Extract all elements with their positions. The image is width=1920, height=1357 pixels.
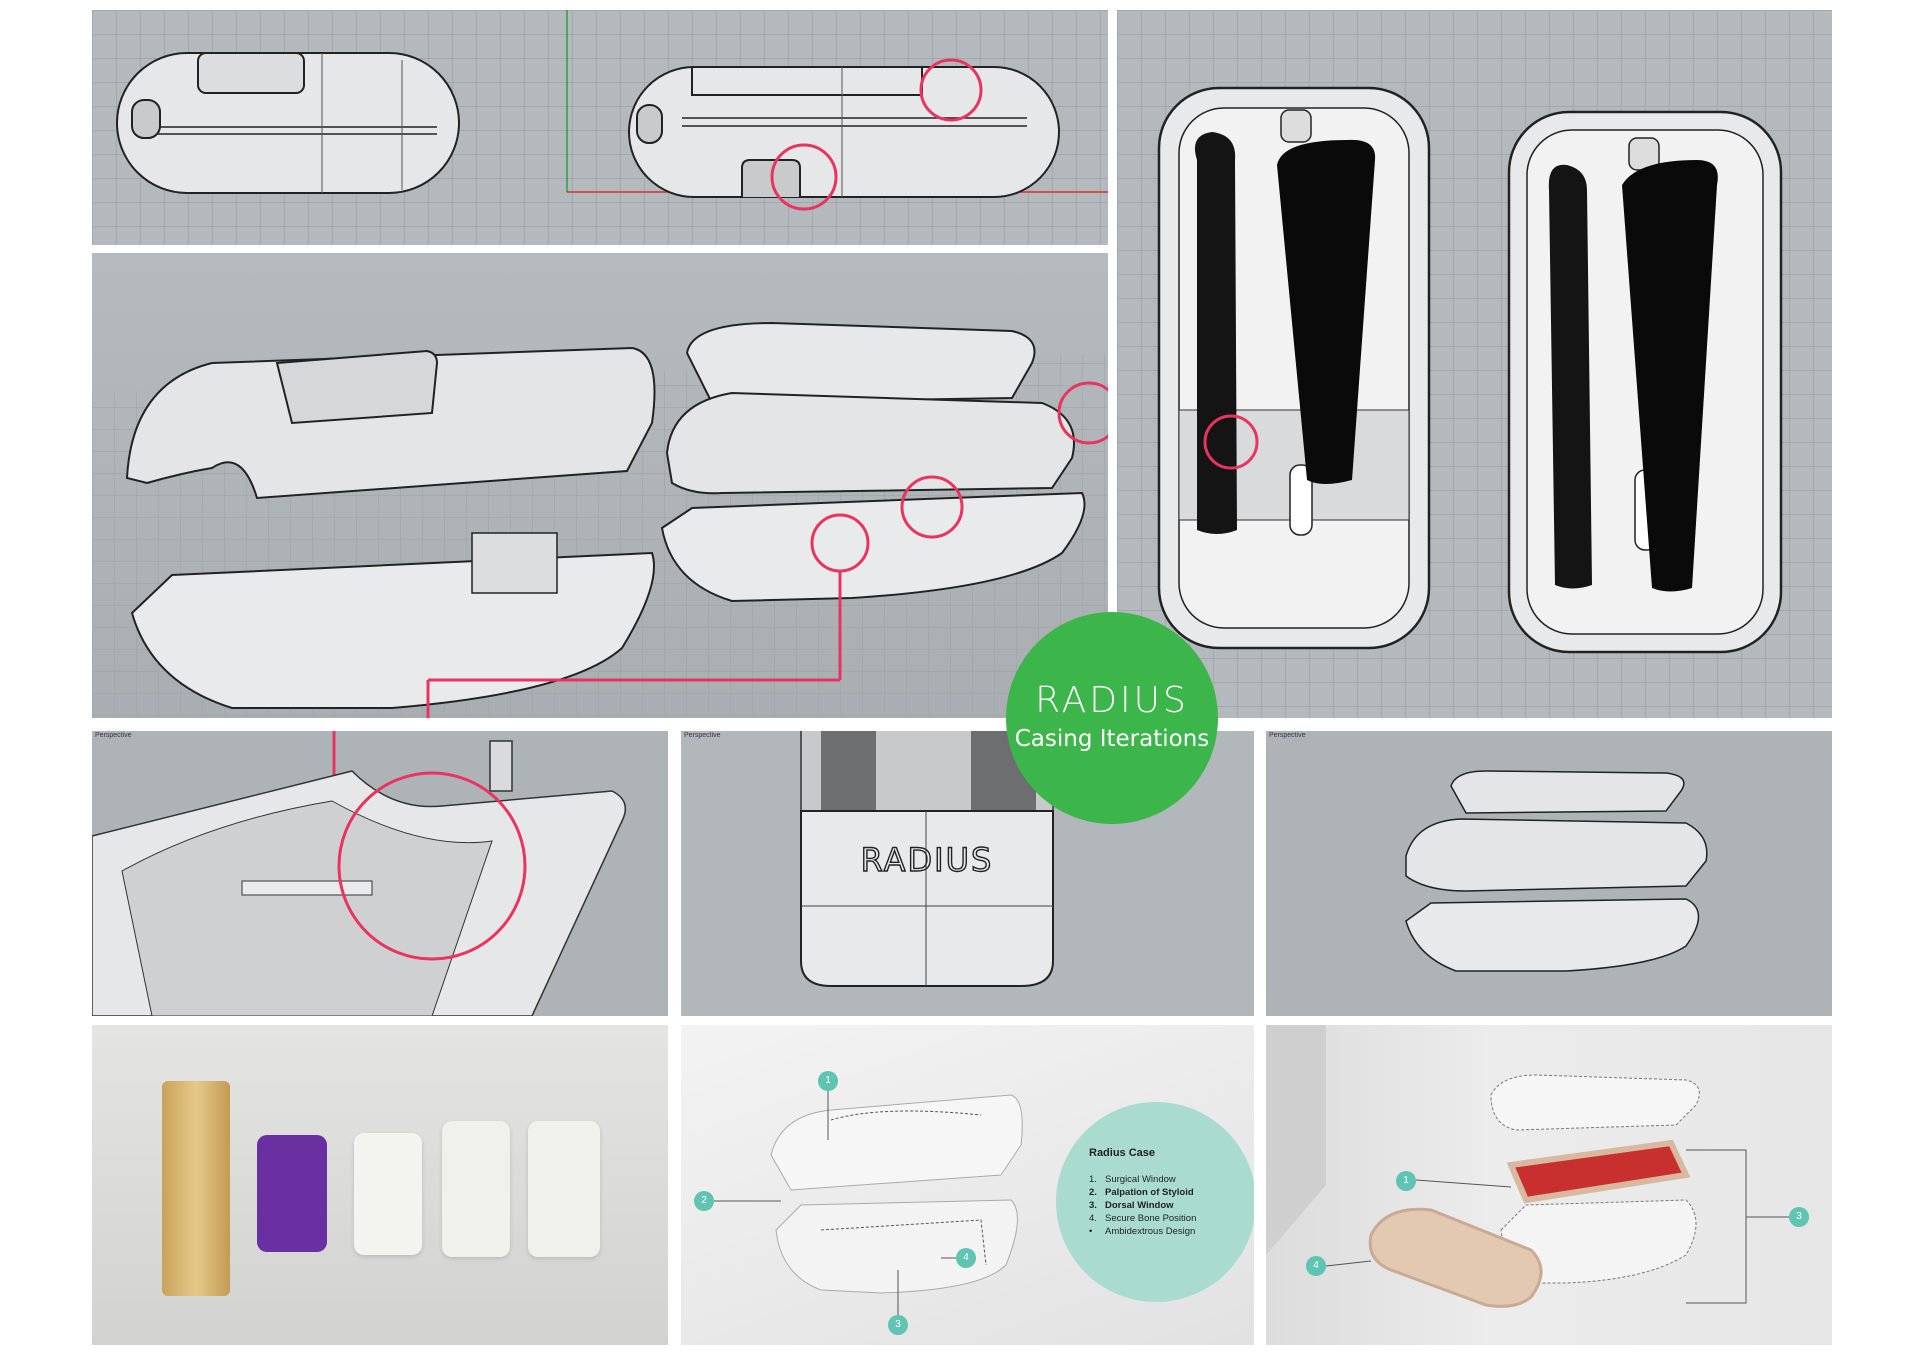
prototype-white-2 [442, 1121, 510, 1257]
case-embossed-text: RADIUS [861, 841, 994, 879]
legend-list: 1.Surgical Window 2.Palpation of Styloid… [1089, 1174, 1196, 1239]
highlight-circle [770, 143, 838, 211]
legend-item: •Ambidextrous Design [1089, 1226, 1196, 1237]
perspective-exploded-drawing [92, 321, 1108, 718]
panel-prototype-photo [92, 1025, 668, 1345]
panel-open-case-bones [1117, 10, 1832, 718]
badge-title: RADIUS [1035, 680, 1189, 721]
capsule-top-views-drawing [116, 10, 1108, 211]
legend-title: Radius Case [1089, 1147, 1156, 1159]
viewport-label: Perspective [684, 732, 721, 739]
badge-subtitle: Casing Iterations [1014, 726, 1210, 752]
prototype-white-3 [528, 1121, 600, 1257]
callout-4: 4 [956, 1248, 976, 1268]
prototype-wood [162, 1081, 230, 1296]
radius-case-render-drawing [711, 1091, 1023, 1315]
exploded-liner-drawing [1266, 1025, 1789, 1308]
callout-3: 3 [888, 1315, 908, 1335]
panel-perspective-exploded [92, 253, 1108, 718]
callout-4: 4 [1306, 1256, 1326, 1276]
highlight-circle [919, 58, 983, 122]
callout-1: 1 [818, 1071, 838, 1091]
callout-2: 2 [694, 1191, 714, 1211]
callout-3: 3 [1789, 1207, 1809, 1227]
prototype-purple [257, 1135, 327, 1252]
panel-exploded-small: Perspective [1266, 731, 1832, 1016]
title-badge: RADIUS Casing Iterations [1006, 612, 1218, 824]
legend-item: 3.Dorsal Window [1089, 1200, 1174, 1211]
panel-radius-case-render: 1 2 3 4 Radius Case 1.Surgical Window 2.… [681, 1025, 1254, 1345]
radius-case-front-drawing: RADIUS [800, 731, 1054, 987]
exploded-small-drawing [1405, 770, 1708, 972]
legend-item: 4.Secure Bone Position [1089, 1213, 1197, 1224]
open-case-bones-drawing [1157, 86, 1783, 654]
legend-item: 1.Surgical Window [1089, 1174, 1176, 1185]
legend-circle: Radius Case 1.Surgical Window 2.Palpatio… [1056, 1102, 1254, 1302]
highlight-circle [337, 771, 527, 961]
highlight-circle [1057, 381, 1108, 445]
highlight-circle [1203, 414, 1259, 470]
prototype-white-1 [354, 1133, 422, 1255]
callout-1: 1 [1396, 1171, 1416, 1191]
legend-item: 2.Palpation of Styloid [1089, 1187, 1194, 1198]
viewport-label: Perspective [95, 732, 132, 739]
panel-detail-closeup: Perspective [92, 731, 668, 1016]
viewport-label: Perspective [1269, 732, 1306, 739]
detail-closeup-drawing [92, 731, 627, 1016]
panel-capsule-top-views [92, 10, 1108, 245]
panel-exploded-liner-render: 1 3 4 [1266, 1025, 1832, 1345]
